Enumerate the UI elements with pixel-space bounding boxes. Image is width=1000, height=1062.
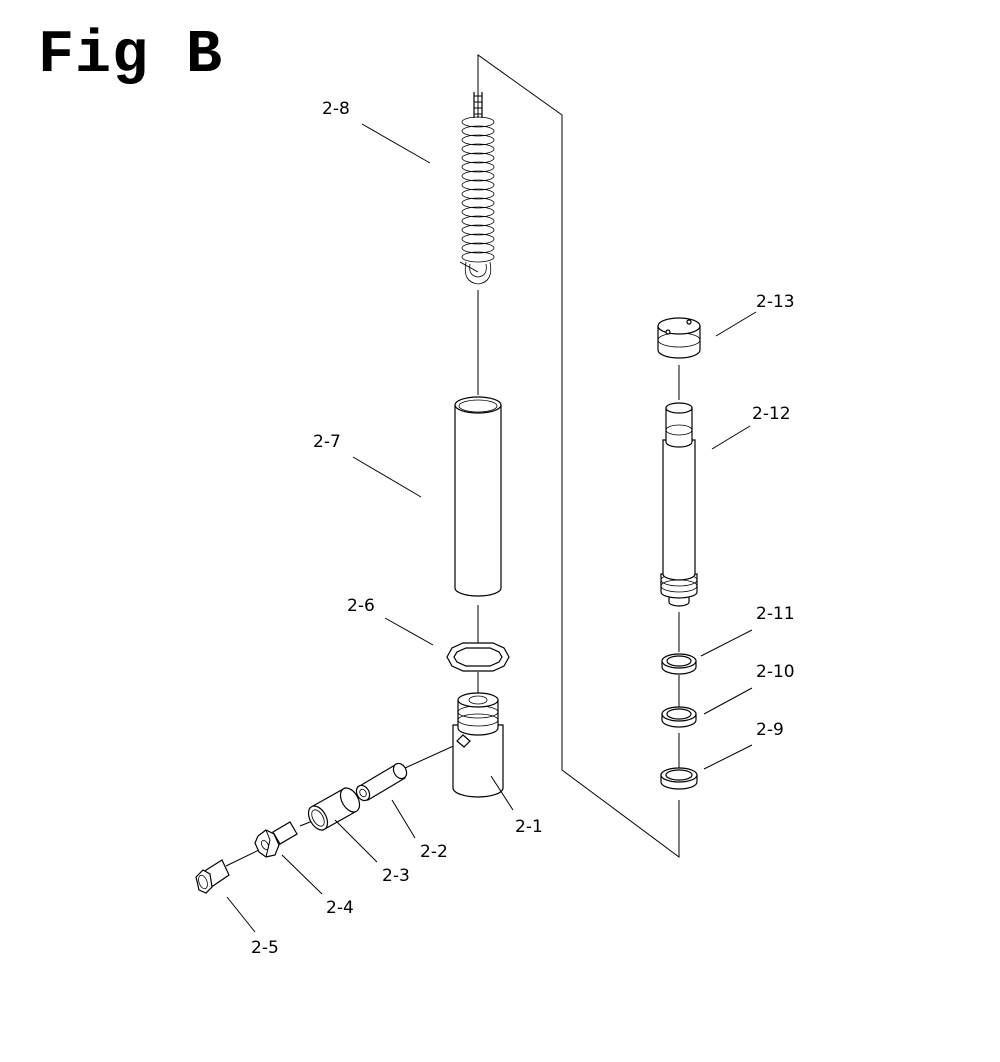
body-part (452, 692, 504, 798)
ring-part-2-10 (661, 706, 697, 728)
label-2-7: 2-7 (313, 432, 341, 452)
hex-fitting-part (254, 821, 298, 858)
label-2-3: 2-3 (382, 866, 410, 886)
label-2-4: 2-4 (326, 898, 354, 918)
label-2-11: 2-11 (756, 604, 795, 624)
cap-part (657, 317, 701, 359)
nozzle-cap-part (195, 859, 230, 894)
part-labels: 2-8 2-7 2-6 2-1 2-2 2-3 2-4 2-5 2-13 2-1… (251, 99, 795, 958)
piston-rod-part (660, 402, 698, 607)
ring-part-2-11 (661, 653, 697, 675)
label-2-13: 2-13 (756, 292, 795, 312)
spring-part (459, 92, 495, 285)
label-2-2: 2-2 (420, 842, 448, 862)
label-2-5: 2-5 (251, 938, 279, 958)
ring-part-2-9 (660, 767, 698, 790)
label-2-1: 2-1 (515, 817, 543, 837)
tube-part (454, 396, 502, 597)
leader-lines (226, 123, 757, 933)
octagon-washer-part (446, 642, 510, 672)
figure-title: Fig B (38, 22, 224, 90)
label-2-12: 2-12 (752, 404, 791, 424)
label-2-10: 2-10 (756, 662, 795, 682)
label-2-6: 2-6 (347, 596, 375, 616)
sleeve-part (307, 787, 361, 831)
label-2-8: 2-8 (322, 99, 350, 119)
short-tube-part (355, 762, 408, 802)
assembly-lines (225, 54, 680, 867)
label-2-9: 2-9 (756, 720, 784, 740)
